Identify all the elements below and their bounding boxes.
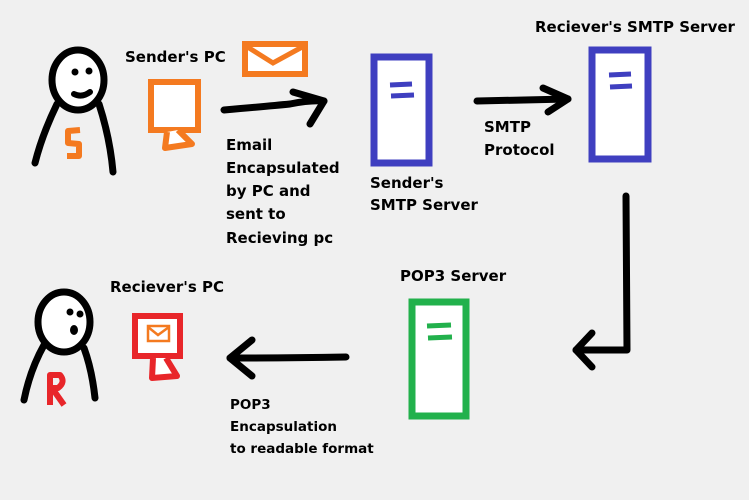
- receiver-pc-label: Reciever's PC: [110, 278, 224, 296]
- svg-text:Email: Email: [226, 136, 272, 154]
- sender-monitor-icon: [148, 79, 201, 151]
- sender-smtp-label: Sender's: [370, 174, 444, 192]
- smtp-protocol-label-2: Protocol: [484, 141, 555, 159]
- sender-smtp-label-2: SMTP Server: [370, 196, 479, 214]
- pop3-description: POP3 Encapsulation to readable format: [230, 397, 374, 457]
- sender-smtp-server-icon: [370, 53, 433, 167]
- receiver-person-icon: [20, 288, 99, 407]
- envelope-icon: [242, 41, 308, 77]
- svg-text:Encapsulation: Encapsulation: [230, 419, 337, 435]
- receiver-smtp-label: Reciever's SMTP Server: [535, 18, 736, 36]
- email-description: Email Encapsulated by PC and sent to Rec…: [226, 136, 340, 247]
- svg-text:Encapsulated: Encapsulated: [226, 159, 340, 177]
- pop3-server-icon: [408, 298, 470, 420]
- arrow-down-left-icon: [572, 192, 631, 371]
- arrow-right-icon: [220, 88, 328, 128]
- arrow-left-icon: [226, 336, 350, 380]
- sender-person-icon: [31, 46, 117, 176]
- svg-text:by PC and: by PC and: [226, 182, 311, 200]
- sender-pc-label: Sender's PC: [125, 48, 226, 66]
- svg-text:POP3: POP3: [230, 397, 271, 413]
- receiver-smtp-server-icon: [588, 46, 652, 163]
- svg-text:sent to: sent to: [226, 205, 286, 223]
- arrow-right-icon: [473, 84, 572, 116]
- svg-text:to readable format: to readable format: [230, 441, 374, 457]
- svg-text:Recieving pc: Recieving pc: [226, 229, 333, 247]
- pop3-server-label: POP3 Server: [400, 267, 507, 285]
- smtp-protocol-label: SMTP: [484, 118, 531, 136]
- receiver-monitor-icon: [132, 313, 183, 381]
